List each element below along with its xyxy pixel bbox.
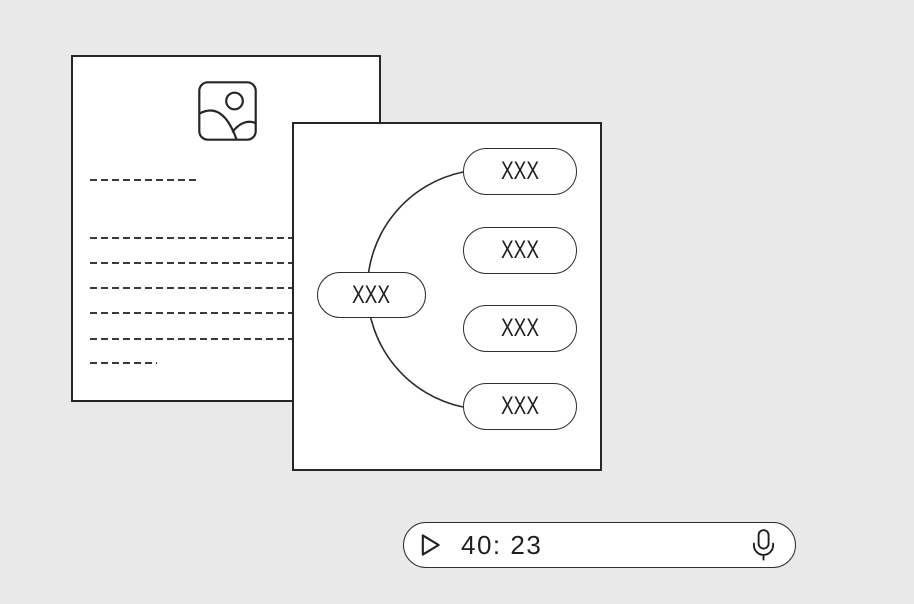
- mindmap-card: XXX XXX XXX XXX XXX: [292, 122, 602, 471]
- placeholder-text-line: [90, 312, 305, 314]
- mindmap-root-label: XXX: [352, 280, 391, 309]
- image-placeholder-icon: [198, 81, 257, 141]
- audio-player-pill: 40: 23: [403, 522, 796, 568]
- mindmap-child-label: XXX: [500, 392, 540, 420]
- mindmap-child-node: XXX: [463, 305, 577, 352]
- placeholder-text-line: [90, 287, 305, 289]
- mindmap-child-label: XXX: [500, 236, 540, 264]
- mindmap-child-label: XXX: [500, 157, 540, 185]
- mindmap-child-label: XXX: [500, 314, 540, 342]
- placeholder-text-line: [90, 237, 305, 239]
- mindmap-child-node: XXX: [463, 227, 577, 274]
- placeholder-title-line: [90, 179, 200, 181]
- microphone-icon[interactable]: [752, 529, 775, 561]
- placeholder-text-line-short: [90, 362, 157, 364]
- audio-time: 40: 23: [461, 529, 543, 560]
- mindmap-child-node: XXX: [463, 383, 577, 430]
- placeholder-text-line: [90, 338, 305, 340]
- mindmap-root-node: XXX: [317, 272, 426, 318]
- placeholder-text-line: [90, 262, 305, 264]
- mindmap-child-node: XXX: [463, 148, 577, 195]
- play-icon[interactable]: [419, 532, 442, 558]
